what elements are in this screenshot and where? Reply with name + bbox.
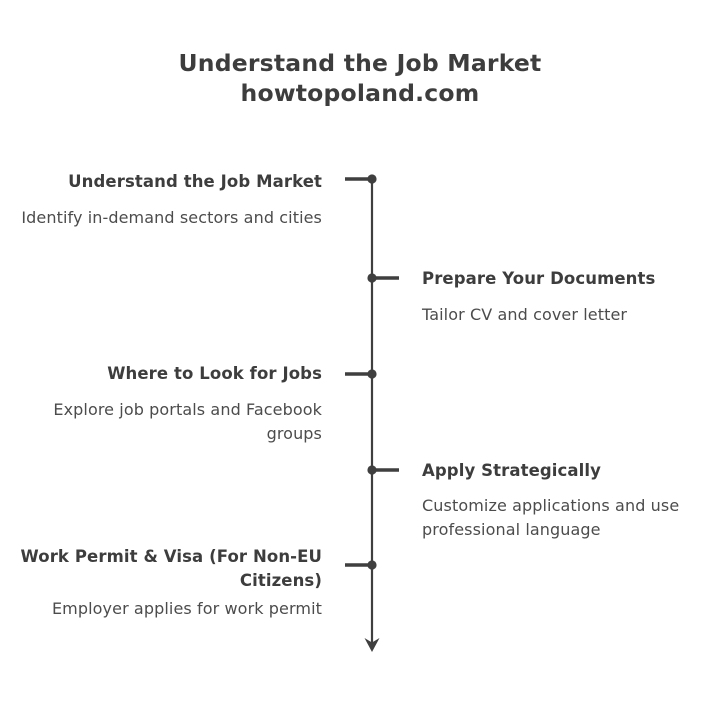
timeline-item-heading: Prepare Your Documents xyxy=(422,269,656,288)
timeline-item-1[interactable]: Understand the Job Market Identify in-de… xyxy=(0,170,322,230)
timeline-item-description: Identify in-demand sectors and cities xyxy=(21,208,322,227)
timeline-item-description: Explore job portals and Facebook groups xyxy=(53,400,322,443)
timeline-item-heading: Work Permit & Visa (For Non-EU Citizens) xyxy=(20,547,322,590)
timeline-item-heading: Apply Strategically xyxy=(422,461,602,480)
timeline-item-description: Employer applies for work permit xyxy=(51,599,322,618)
page-title: Understand the Job Market howtopoland.co… xyxy=(0,48,720,108)
timeline-item-description: Customize applications and use professio… xyxy=(422,496,680,539)
timeline-item-heading: Understand the Job Market xyxy=(68,172,322,191)
timeline-item-heading: Where to Look for Jobs xyxy=(107,364,322,383)
timeline-item-3[interactable]: Where to Look for Jobs Explore job porta… xyxy=(0,362,322,446)
timeline-item-4[interactable]: Apply Strategically Customize applicatio… xyxy=(422,459,692,542)
downward-arrow-axis xyxy=(345,174,399,652)
timeline-item-5[interactable]: Work Permit & Visa (For Non-EU Citizens)… xyxy=(0,545,322,621)
title-line-secondary: howtopoland.com xyxy=(240,79,480,107)
timeline-item-description: Tailor CV and cover letter xyxy=(422,305,628,324)
title-line-primary: Understand the Job Market xyxy=(178,49,542,77)
timeline-item-2[interactable]: Prepare Your Documents Tailor CV and cov… xyxy=(422,267,708,327)
